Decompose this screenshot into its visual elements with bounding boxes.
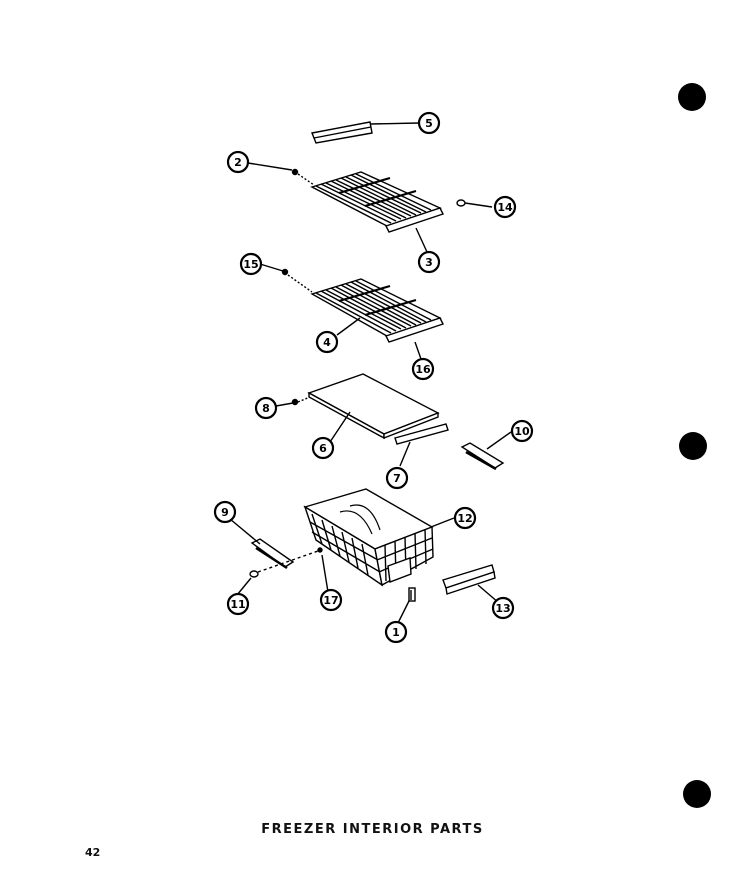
part-freezer-basket <box>303 488 434 587</box>
callout-3: 3 <box>425 256 433 269</box>
callout-16: 16 <box>415 363 431 376</box>
callout-6: 6 <box>319 442 327 455</box>
part-slide-right <box>460 442 505 471</box>
page-title: FREEZER INTERIOR PARTS <box>261 822 484 837</box>
part-glass-shelf <box>307 373 440 440</box>
callout-9: 9 <box>221 506 229 519</box>
binder-hole-top <box>678 83 706 111</box>
binder-hole-middle <box>679 432 707 460</box>
part-shelf-trim <box>394 423 449 445</box>
part-14-clip <box>456 199 493 208</box>
part-slide-left <box>250 538 295 570</box>
binder-hole-bottom <box>683 780 711 808</box>
callout-8: 8 <box>262 402 270 415</box>
page-number: 42 <box>85 846 101 859</box>
callout-15: 15 <box>243 258 258 271</box>
callout-1: 1 <box>392 626 400 639</box>
callout-14: 14 <box>497 201 513 214</box>
callout-5: 5 <box>425 117 433 130</box>
callout-4: 4 <box>323 336 331 349</box>
part-wire-shelf-upper <box>310 171 444 233</box>
callout-7: 7 <box>393 472 401 485</box>
callout-10: 10 <box>514 425 530 438</box>
callout-11: 11 <box>230 598 245 611</box>
part-front-trim <box>442 564 496 595</box>
part-basket-clip <box>408 587 416 602</box>
callout-13: 13 <box>495 602 510 615</box>
part-wire-shelf-lower <box>310 278 444 343</box>
callout-12: 12 <box>457 512 472 525</box>
callout-17: 17 <box>323 594 338 607</box>
part-bracket-top <box>311 121 373 144</box>
callout-2: 2 <box>234 156 242 169</box>
